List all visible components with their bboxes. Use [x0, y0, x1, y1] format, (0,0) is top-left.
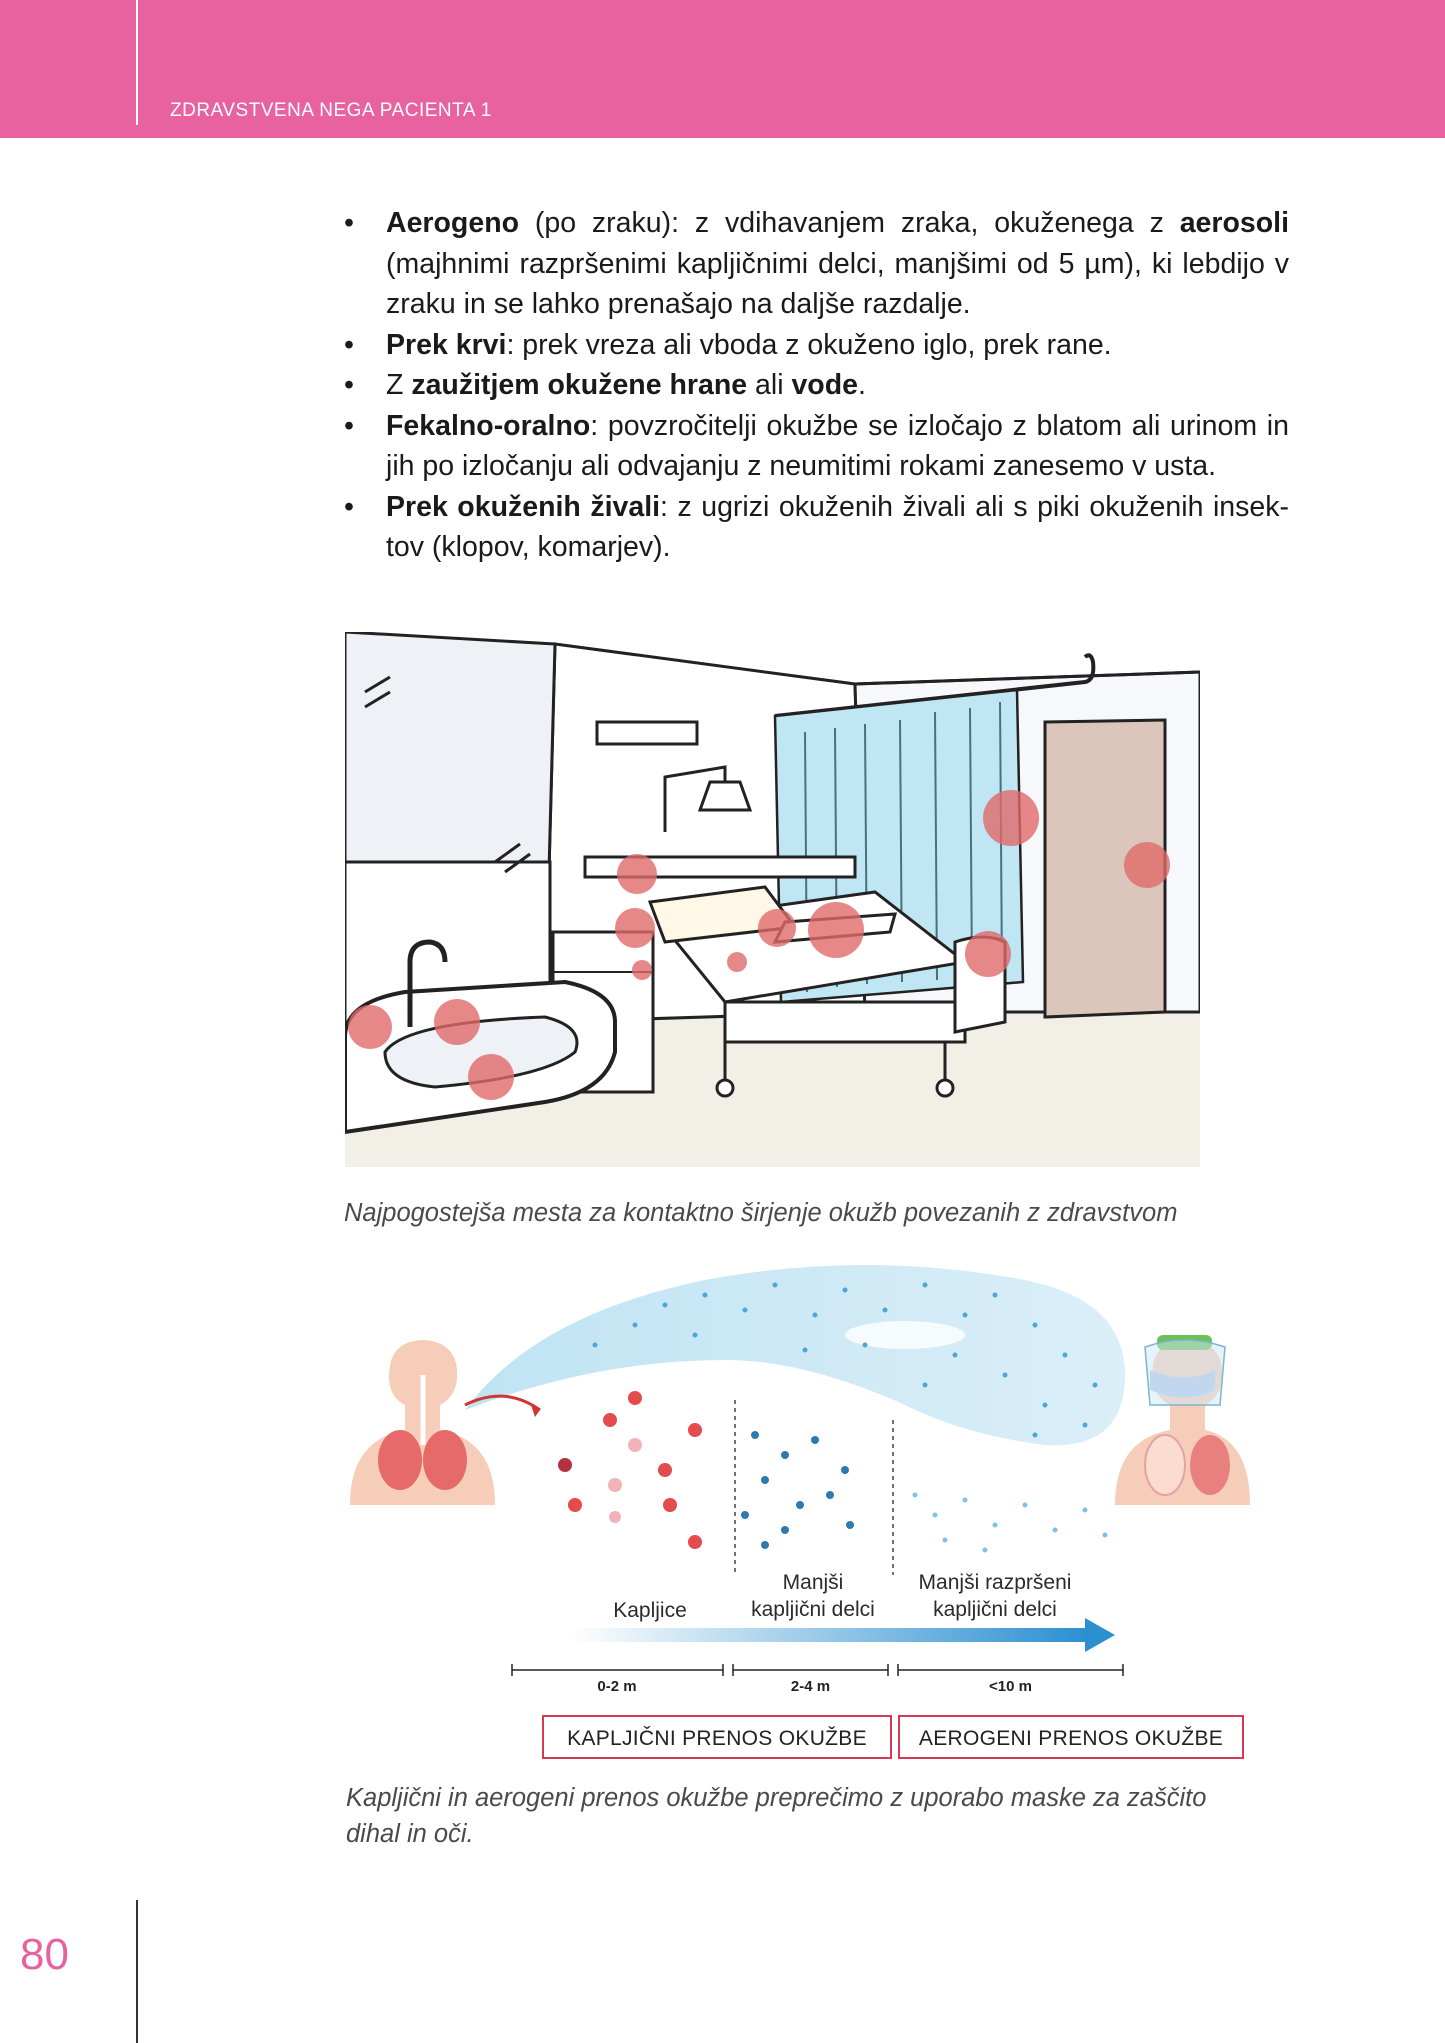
caption-line2: dihal in oči.: [346, 1820, 474, 1848]
distance-label-10m: <10 m: [989, 1678, 1032, 1695]
bold-term: zaužitjem okužene hrane: [411, 369, 748, 401]
running-header-title: ZDRAVSTVENA NEGA PACIENTA 1: [170, 100, 492, 121]
text-run: (po zraku): z vdihavanjem zraka, okužene…: [519, 207, 1180, 239]
zone-label-droplets: Kapljice: [570, 1570, 730, 1624]
list-item: • Prek okuženih živali: z ugrizi okuženih…: [344, 487, 1289, 568]
list-item: • Z zaužitjem okužene hrane ali vode.: [344, 365, 1289, 406]
header-band: [0, 0, 1445, 138]
distance-scale: [508, 1660, 1128, 1680]
bold-term: Fekalno-oralno: [386, 409, 591, 442]
zone-label-aerosols: Manjši razpršeni kapljični delci: [900, 1569, 1090, 1623]
list-item: • Prek krvi: prek vreza ali vboda z okuže…: [344, 325, 1289, 366]
footer-divider: [136, 1900, 138, 2043]
text-run: : z ugrizi okuženih živali ali s piki ok…: [386, 490, 1289, 564]
text-run: ali: [747, 369, 792, 401]
figure-1-caption: Najpogostejša mesta za kontaktno širjenj…: [344, 1199, 1178, 1227]
zone-label-line2: Kapljice: [613, 1599, 687, 1622]
bullet-icon: •: [344, 409, 354, 442]
bullet-icon: •: [344, 369, 354, 401]
distance-label-0-2m: 0-2 m: [597, 1678, 637, 1695]
list-item: • Aerogeno (po zraku): z vdihavanjem zrak…: [344, 203, 1289, 325]
zone-label-small-droplets: Manjši kapljični delci: [738, 1569, 888, 1623]
droplet-transmission-diagram: [345, 1255, 1250, 1585]
bullet-icon: •: [344, 490, 354, 523]
droplet-transmission-box: KAPLJIČNI PRENOS OKUŽBE: [542, 1715, 892, 1759]
bold-term: aerosoli: [1179, 207, 1289, 239]
list-item: • Fekalno-oralno: povzročitelji okužbe se…: [344, 406, 1289, 487]
bold-term: vode: [791, 369, 858, 401]
transmission-route-list: • Aerogeno (po zraku): z vdihavanjem zrak…: [344, 203, 1289, 568]
page-number: 80: [20, 1930, 69, 1979]
bold-term: Aerogeno: [386, 207, 520, 239]
text-run: (majhnimi razpršenimi kapljičnimi delci,…: [386, 247, 1289, 321]
airborne-transmission-box: AEROGENI PRENOS OKUŽBE: [898, 1715, 1244, 1759]
distance-label-2-4m: 2-4 m: [790, 1678, 831, 1695]
distance-arrow: [570, 1618, 1115, 1652]
bullet-icon: •: [344, 207, 354, 239]
text-run: Z: [386, 369, 412, 401]
text-run: : prek vreza ali vboda z okuženo iglo, p…: [506, 328, 1112, 361]
text-run: .: [857, 369, 866, 401]
caption-line1: Kapljični in aerogeni prenos okužbe prep…: [346, 1784, 1207, 1812]
zone-label-line2: kapljični delci: [933, 1598, 1057, 1621]
header-divider: [136, 0, 138, 125]
text-run: : povzročitelji okužbe se izločajo z bla…: [386, 409, 1289, 483]
figure-2-caption: Kapljični in aerogeni prenos okužbe prep…: [346, 1780, 1266, 1852]
zone-label-line2: kapljični delci: [751, 1598, 875, 1621]
zone-label-line1: Manjši: [782, 1571, 844, 1594]
bold-term: Prek krvi: [386, 328, 507, 361]
zone-label-line1: Manjši razpršeni: [918, 1571, 1072, 1594]
hospital-room-illustration: [345, 632, 1200, 1167]
bullet-icon: •: [344, 328, 354, 361]
bold-term: Prek okuženih živali: [386, 490, 661, 523]
